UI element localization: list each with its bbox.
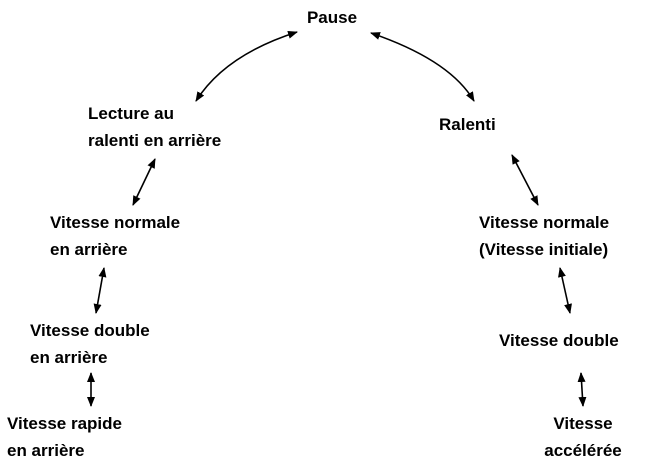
node-reverse-slow-line-2: ralenti en arrière	[88, 131, 222, 150]
node-accelerated: Vitesse accélérée	[528, 410, 638, 464]
arrow-reverse-slow-reverse-normal	[132, 158, 156, 206]
node-reverse-double-line-1: Vitesse double	[30, 321, 150, 340]
node-reverse-slow-line-1: Lecture au	[88, 104, 174, 123]
node-accelerated-line-1: Vitesse	[553, 414, 613, 433]
node-reverse-normal-line-1: Vitesse normale	[50, 213, 181, 232]
node-slow-line-1: Ralenti	[439, 115, 496, 134]
node-normal-line-2: (Vitesse initiale)	[479, 240, 609, 259]
node-accelerated-line-2: accélérée	[544, 441, 622, 460]
arrow-normal-double	[558, 267, 572, 314]
arrow-double-accelerated	[577, 372, 587, 407]
arrow-pause-slow	[370, 32, 475, 102]
node-reverse-slow: Lecture au ralenti en arrière	[88, 100, 221, 154]
node-pause-line-1: Pause	[306, 8, 358, 27]
node-pause: Pause	[287, 4, 377, 31]
node-reverse-fast: Vitesse rapide en arrière	[7, 410, 122, 464]
node-reverse-fast-line-1: Vitesse rapide	[7, 414, 122, 433]
node-reverse-double-line-2: en arrière	[30, 348, 108, 367]
arrow-pause-reverse-slow	[195, 30, 298, 102]
node-double: Vitesse double	[499, 327, 619, 354]
node-reverse-double: Vitesse double en arrière	[30, 317, 150, 371]
arrow-slow-normal	[511, 154, 539, 206]
node-reverse-normal-line-2: en arrière	[50, 240, 128, 259]
node-normal: Vitesse normale (Vitesse initiale)	[479, 209, 609, 263]
node-reverse-normal: Vitesse normale en arrière	[50, 209, 180, 263]
node-normal-line-1: Vitesse normale	[479, 213, 610, 232]
arrow-reverse-normal-reverse-double	[93, 267, 107, 314]
node-double-line-1: Vitesse double	[499, 331, 619, 350]
node-reverse-fast-line-2: en arrière	[7, 441, 85, 460]
node-slow: Ralenti	[439, 111, 496, 138]
